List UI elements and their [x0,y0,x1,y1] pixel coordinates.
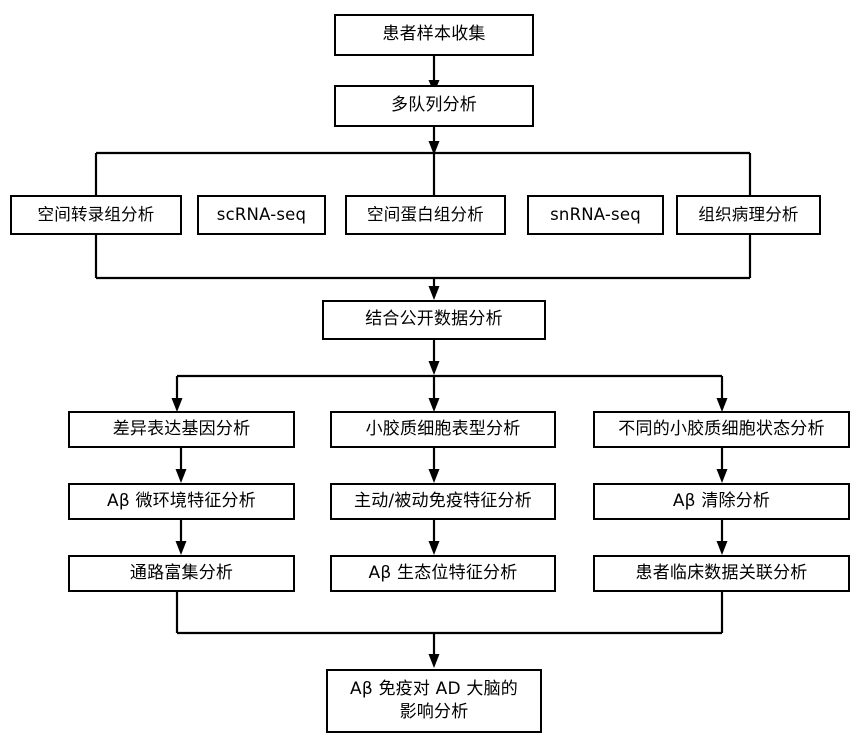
node-snrna-seq[interactable]: snRNA-seq [527,195,664,235]
node-left-abeta-microenvironment[interactable]: Aβ 微环境特征分析 [68,483,295,520]
node-mid-active-passive-immunity[interactable]: 主动/被动免疫特征分析 [330,483,556,520]
arrowhead-left-step3 [175,541,187,555]
arrowhead-mid-step3 [428,541,440,555]
node-public-data-integration[interactable]: 结合公开数据分析 [322,300,546,340]
node-final-abeta-immunity-impact[interactable]: Aβ 免疫对 AD 大脑的 影响分析 [326,669,542,733]
node-right-clinical-correlation[interactable]: 患者临床数据关联分析 [593,555,850,592]
node-sample-collection[interactable]: 患者样本收集 [334,14,534,56]
arrowhead-cohort-down [428,141,440,155]
node-mid-microglia-phenotype-label: 小胶质细胞表型分析 [365,418,521,439]
arrowhead-middle-column [428,398,440,412]
arrowhead-left-step2 [175,469,187,483]
node-right-abeta-clearance[interactable]: Aβ 清除分析 [593,483,850,520]
node-sample-collection-label: 患者样本收集 [382,24,486,45]
node-right-abeta-clearance-label: Aβ 清除分析 [672,490,771,511]
node-public-data-integration-label: 结合公开数据分析 [365,309,503,330]
node-scrna-seq-label: scRNA-seq [216,204,307,224]
node-left-pathway-enrichment[interactable]: 通路富集分析 [68,555,295,592]
node-left-deg-analysis[interactable]: 差异表达基因分析 [68,411,295,448]
node-left-deg-analysis-label: 差异表达基因分析 [112,418,251,439]
node-scrna-seq[interactable]: scRNA-seq [197,195,326,235]
node-spatial-transcriptomics[interactable]: 空间转录组分析 [10,195,182,235]
arrowhead-mid-step2 [428,469,440,483]
arrowhead-to-public-data [428,286,440,300]
arrowhead-left-column [171,398,183,412]
node-spatial-proteomics-label: 空间蛋白组分析 [367,204,484,224]
arrowhead-to-final [428,654,440,668]
node-right-microglia-states-label: 不同的小胶质细胞状态分析 [618,418,825,439]
arrowhead-right-step3 [716,541,728,555]
node-right-clinical-correlation-label: 患者临床数据关联分析 [635,562,808,583]
node-right-microglia-states[interactable]: 不同的小胶质细胞状态分析 [593,411,850,448]
node-final-line-2: 影响分析 [399,702,469,722]
node-mid-abeta-niche[interactable]: Aβ 生态位特征分析 [330,555,556,592]
node-mid-active-passive-immunity-label: 主动/被动免疫特征分析 [354,490,532,511]
node-spatial-transcriptomics-label: 空间转录组分析 [37,204,155,224]
node-multi-cohort-label: 多队列分析 [391,95,477,116]
node-spatial-proteomics[interactable]: 空间蛋白组分析 [345,195,506,235]
node-mid-microglia-phenotype[interactable]: 小胶质细胞表型分析 [330,411,556,448]
arrowhead-public-data-down [428,361,440,375]
node-final-line-1: Aβ 免疫对 AD 大脑的 [349,679,518,700]
arrowhead-right-column [716,398,728,412]
node-snrna-seq-label: snRNA-seq [550,204,641,224]
node-left-abeta-microenvironment-label: Aβ 微环境特征分析 [107,490,256,511]
node-histopathology-label: 组织病理分析 [698,204,799,224]
node-multi-cohort[interactable]: 多队列分析 [334,85,534,127]
node-left-pathway-enrichment-label: 通路富集分析 [129,562,234,583]
arrowhead-right-step2 [716,469,728,483]
node-histopathology[interactable]: 组织病理分析 [676,195,821,235]
node-mid-abeta-niche-label: Aβ 生态位特征分析 [368,562,518,583]
